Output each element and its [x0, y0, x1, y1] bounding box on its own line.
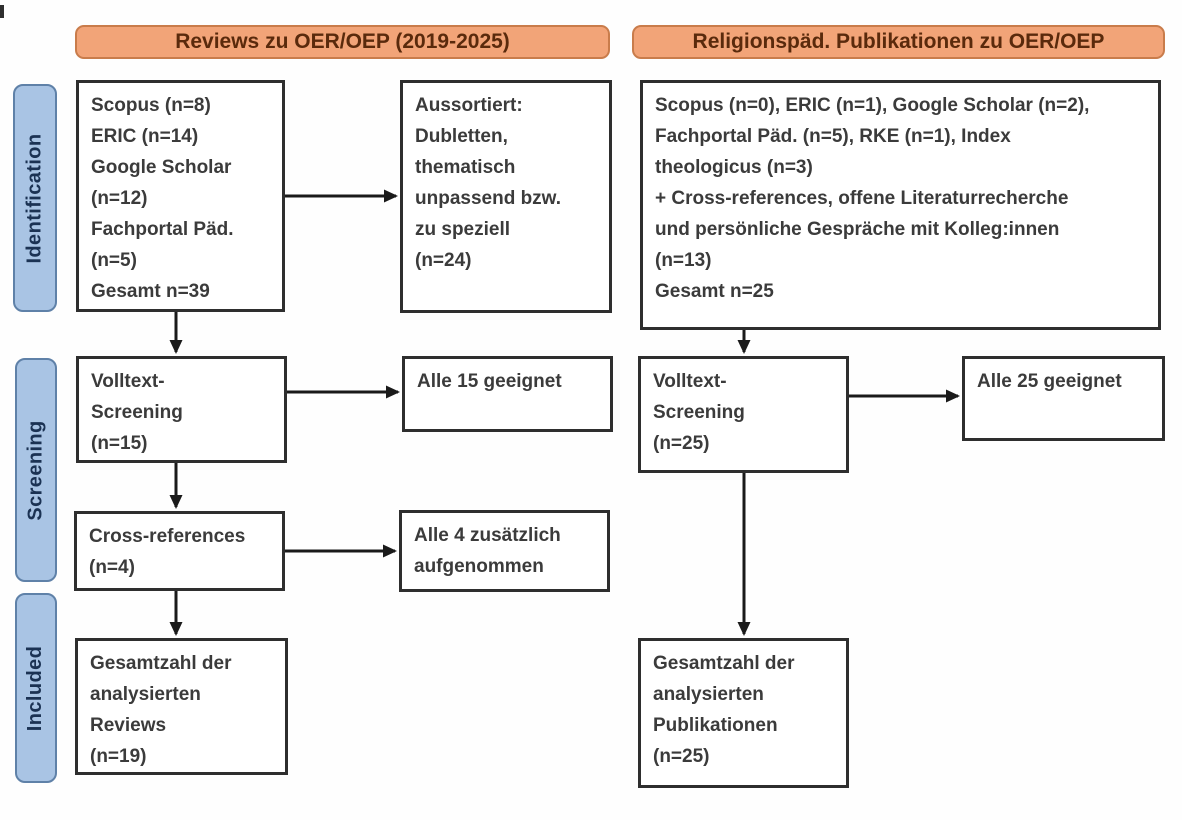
box-left-identification-sources: Scopus (n=8) ERIC (n=14) Google Scholar … — [76, 80, 285, 312]
box-left-excluded-records: Aussortiert: Dubletten, thematisch unpas… — [400, 80, 612, 313]
box-left-cross-references-result: Alle 4 zusätzlich aufgenommen — [399, 510, 610, 592]
column-header-religionspaed: Religionspäd. Publikationen zu OER/OEP — [632, 25, 1165, 59]
box-left-included-total: Gesamtzahl der analysierten Reviews (n=1… — [75, 638, 288, 775]
box-left-fulltext-result: Alle 15 geeignet — [402, 356, 613, 432]
box-left-cross-references: Cross-references (n=4) — [74, 511, 285, 591]
box-right-identification-sources: Scopus (n=0), ERIC (n=1), Google Scholar… — [640, 80, 1161, 330]
stage-label-included-text: Included — [24, 645, 47, 731]
stage-label-identification-text: Identification — [23, 132, 46, 264]
box-right-included-total: Gesamtzahl der analysierten Publikatione… — [638, 638, 849, 788]
box-right-fulltext-screening: Volltext- Screening (n=25) — [638, 356, 849, 473]
scan-artifact — [0, 5, 4, 18]
box-left-fulltext-screening: Volltext- Screening (n=15) — [76, 356, 287, 463]
box-right-fulltext-result: Alle 25 geeignet — [962, 356, 1165, 441]
stage-label-identification: Identification — [13, 84, 57, 312]
stage-label-included: Included — [15, 593, 57, 783]
column-header-reviews-label: Reviews zu OER/OEP (2019-2025) — [175, 30, 510, 53]
column-header-reviews: Reviews zu OER/OEP (2019-2025) — [75, 25, 610, 59]
stage-label-screening-text: Screening — [24, 419, 47, 521]
stage-label-screening: Screening — [15, 358, 57, 582]
column-header-religionspaed-label: Religionspäd. Publikationen zu OER/OEP — [692, 30, 1105, 53]
